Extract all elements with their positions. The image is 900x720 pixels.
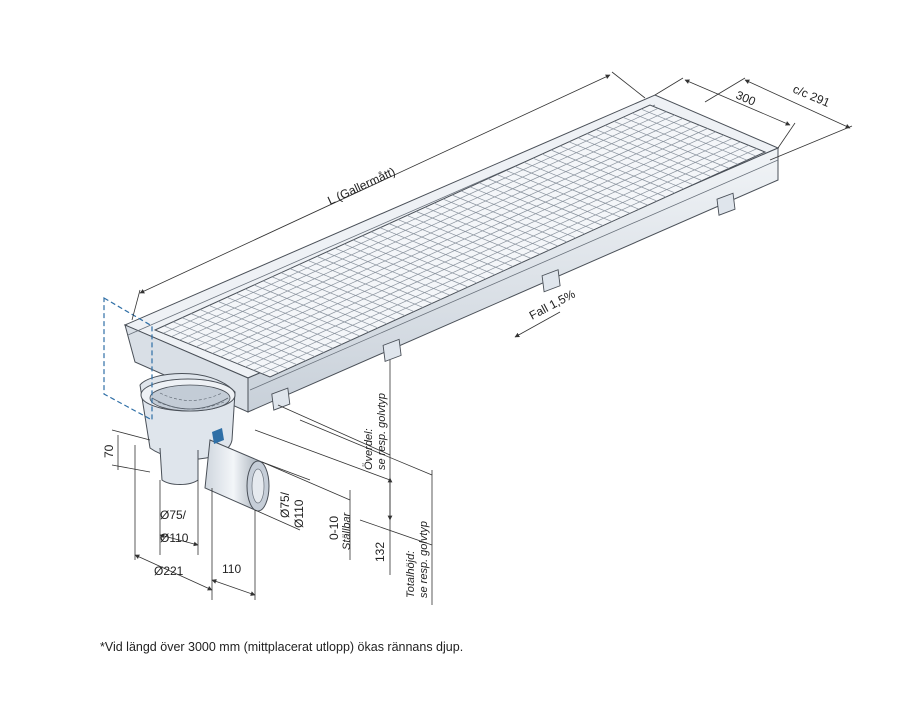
label-overdel-2: se resp. golvtyp: [376, 393, 388, 470]
label-width-300: 300: [734, 88, 758, 109]
label-cc-291: c/c 291: [791, 82, 832, 110]
label-d221: Ø221: [154, 564, 184, 578]
mounting-lug: [382, 338, 402, 362]
label-total-1: Totalhöjd:: [405, 551, 417, 598]
label-stall-1: 0-10: [327, 516, 341, 540]
label-dim-132: 132: [373, 542, 387, 562]
side-outlet-pipe: [204, 439, 270, 512]
label-length: L (Gallermått): [325, 164, 397, 207]
grating-bar: [220, 131, 716, 358]
grating: [153, 104, 767, 378]
label-fall: Fall 1,5%: [527, 287, 578, 323]
outlet-sump: [139, 373, 270, 512]
label-d75-right: Ø75/: [278, 491, 292, 518]
dimension-lines: [111, 71, 853, 605]
label-d75-left: Ø75/: [160, 508, 187, 522]
footnote: *Vid längd över 3000 mm (mittplacerat ut…: [100, 640, 464, 654]
label-d110-dim: 110: [222, 562, 241, 576]
mounting-lug: [716, 192, 736, 216]
strainer-basket: [149, 384, 231, 412]
label-d110-left: Ø110: [160, 531, 189, 545]
section-outline: [103, 296, 153, 422]
label-total-2: se resp. golvtyp: [418, 521, 430, 598]
label-dim-70: 70: [102, 444, 116, 458]
label-d110-right: Ø110: [292, 499, 306, 528]
mounting-lug: [271, 387, 291, 411]
label-overdel-1: Överdel:: [363, 428, 375, 470]
label-stall-2: Ställbar: [341, 511, 353, 550]
